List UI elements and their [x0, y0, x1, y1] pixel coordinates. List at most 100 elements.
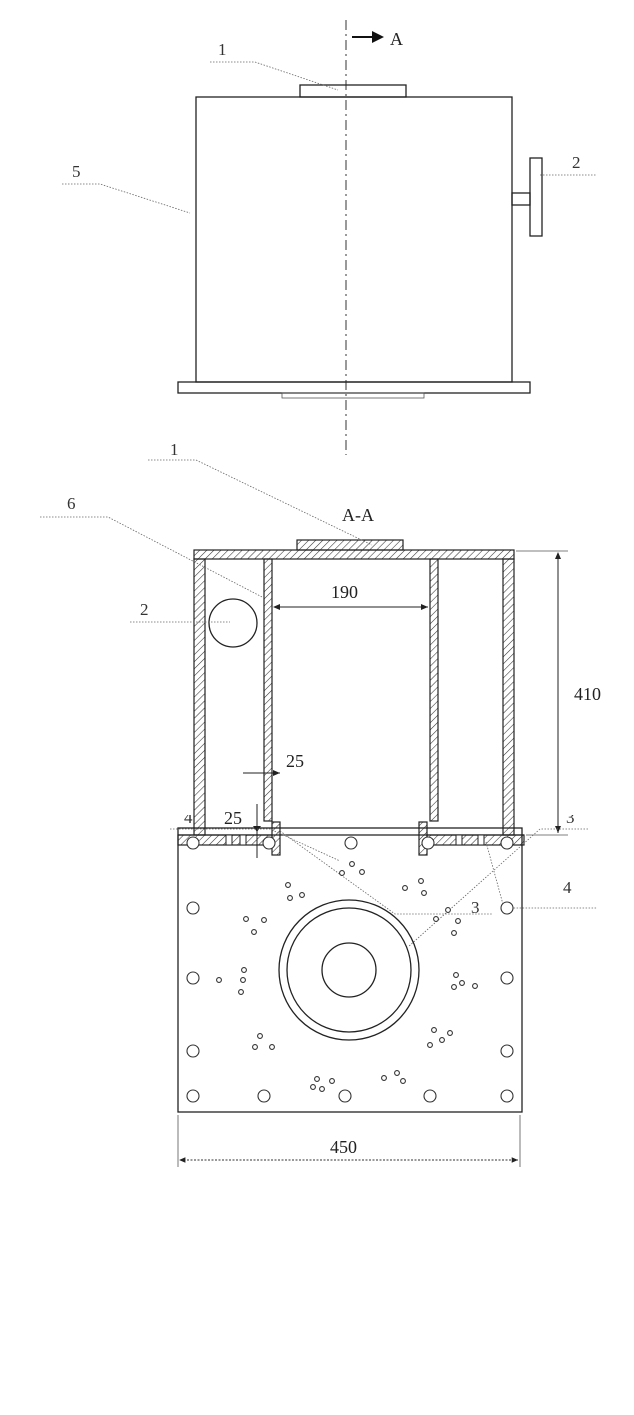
vent-hole [329, 1078, 335, 1084]
leader-1-front [210, 61, 339, 91]
section-view: A-A 190 410 25 [40, 440, 601, 917]
mounting-hole [186, 1044, 200, 1058]
vent-hole [455, 918, 461, 924]
vent-hole [314, 1076, 320, 1082]
vent-hole [359, 869, 365, 875]
section-base-hole-l2 [239, 834, 247, 846]
dim-410-text: 410 [574, 684, 601, 704]
section-right-partition [429, 558, 439, 822]
mounting-hole [257, 1089, 271, 1103]
vent-hole [238, 989, 244, 995]
section-right-wall [502, 558, 515, 836]
mounting-hole [186, 971, 200, 985]
small-holes [216, 861, 478, 1092]
front-view: A 1 5 2 [62, 20, 596, 455]
ring-inner [286, 907, 412, 1033]
vent-hole [459, 980, 465, 986]
vent-hole [269, 1044, 275, 1050]
leader-4-bottom [170, 828, 341, 862]
dim-190-text: 190 [331, 582, 358, 602]
label-1-front: 1 [218, 40, 227, 59]
vent-hole [257, 1033, 263, 1039]
vent-hole [394, 1070, 400, 1076]
mounting-hole [500, 901, 514, 915]
dim-450-text: 450 [330, 1137, 357, 1157]
mounting-hole [423, 1089, 437, 1103]
ring-outer [278, 899, 420, 1041]
section-base-hole-r2 [455, 834, 463, 846]
vent-hole [240, 977, 246, 983]
vent-hole [216, 977, 222, 983]
leader-1-section [148, 459, 373, 546]
vent-hole [349, 861, 355, 867]
vent-hole [427, 1042, 433, 1048]
leader-5-front [62, 183, 191, 214]
vent-hole [243, 916, 249, 922]
mounting-hole [500, 1089, 514, 1103]
vent-hole [453, 972, 459, 978]
center-bore [321, 942, 377, 998]
front-side-nozzle-pipe [511, 192, 531, 206]
vent-hole [252, 1044, 258, 1050]
vent-hole [472, 983, 478, 989]
vent-hole [261, 917, 267, 923]
vent-hole [319, 1086, 325, 1092]
mounting-hole [500, 1044, 514, 1058]
front-side-nozzle-flange [529, 157, 543, 237]
section-left-partition [263, 558, 273, 822]
vent-hole [421, 890, 427, 896]
section-arrow-head [372, 31, 384, 43]
leader-3-bottom [407, 828, 588, 948]
mounting-hole [500, 971, 514, 985]
vent-hole [451, 984, 457, 990]
label-3-bottom: 3 [566, 815, 575, 827]
vent-hole [339, 870, 345, 876]
section-top-nozzle [296, 539, 404, 551]
section-top-wall [193, 549, 515, 560]
mounting-hole [186, 1089, 200, 1103]
section-base-hole-r1 [477, 834, 485, 846]
vent-hole [287, 895, 293, 901]
label-4-bottom: 4 [184, 815, 193, 827]
bottom-plan-drawing-svg: 4 3 450 [170, 815, 588, 1167]
vent-hole [451, 930, 457, 936]
section-base-hole-l1 [225, 834, 233, 846]
mounting-hole [500, 836, 514, 850]
vent-hole [431, 1027, 437, 1033]
vent-hole [285, 882, 291, 888]
label-5-front: 5 [72, 162, 81, 181]
section-left-wall [193, 558, 206, 836]
vent-hole [402, 885, 408, 891]
vent-hole [439, 1037, 445, 1043]
vent-hole [310, 1084, 316, 1090]
vent-hole [447, 1030, 453, 1036]
mounting-hole [344, 836, 358, 850]
mounting-hole [421, 836, 435, 850]
section-title: A-A [342, 505, 374, 525]
front-bottom-flange [281, 392, 425, 399]
label-3-section: 3 [471, 898, 480, 917]
mounting-hole [338, 1089, 352, 1103]
section-outlet-circle [208, 598, 258, 648]
vent-hole [381, 1075, 387, 1081]
front-base-plate [177, 381, 531, 394]
vent-hole [400, 1078, 406, 1084]
label-2-section: 2 [140, 600, 149, 619]
vent-hole [251, 929, 257, 935]
bottom-square-plate-drawn [177, 827, 523, 1113]
perimeter-holes [186, 836, 514, 1103]
section-arrow-label: A [390, 29, 403, 49]
vent-hole [418, 878, 424, 884]
leader-4-section [485, 841, 597, 909]
label-2-front: 2 [572, 153, 581, 172]
leader-3-section [279, 830, 492, 915]
label-4-section: 4 [563, 878, 572, 897]
label-1-section: 1 [170, 440, 179, 459]
mounting-hole [186, 901, 200, 915]
vent-hole [445, 907, 451, 913]
vent-hole [241, 967, 247, 973]
label-6-section: 6 [67, 494, 76, 513]
mounting-hole [186, 836, 200, 850]
front-shell-body [195, 96, 513, 383]
